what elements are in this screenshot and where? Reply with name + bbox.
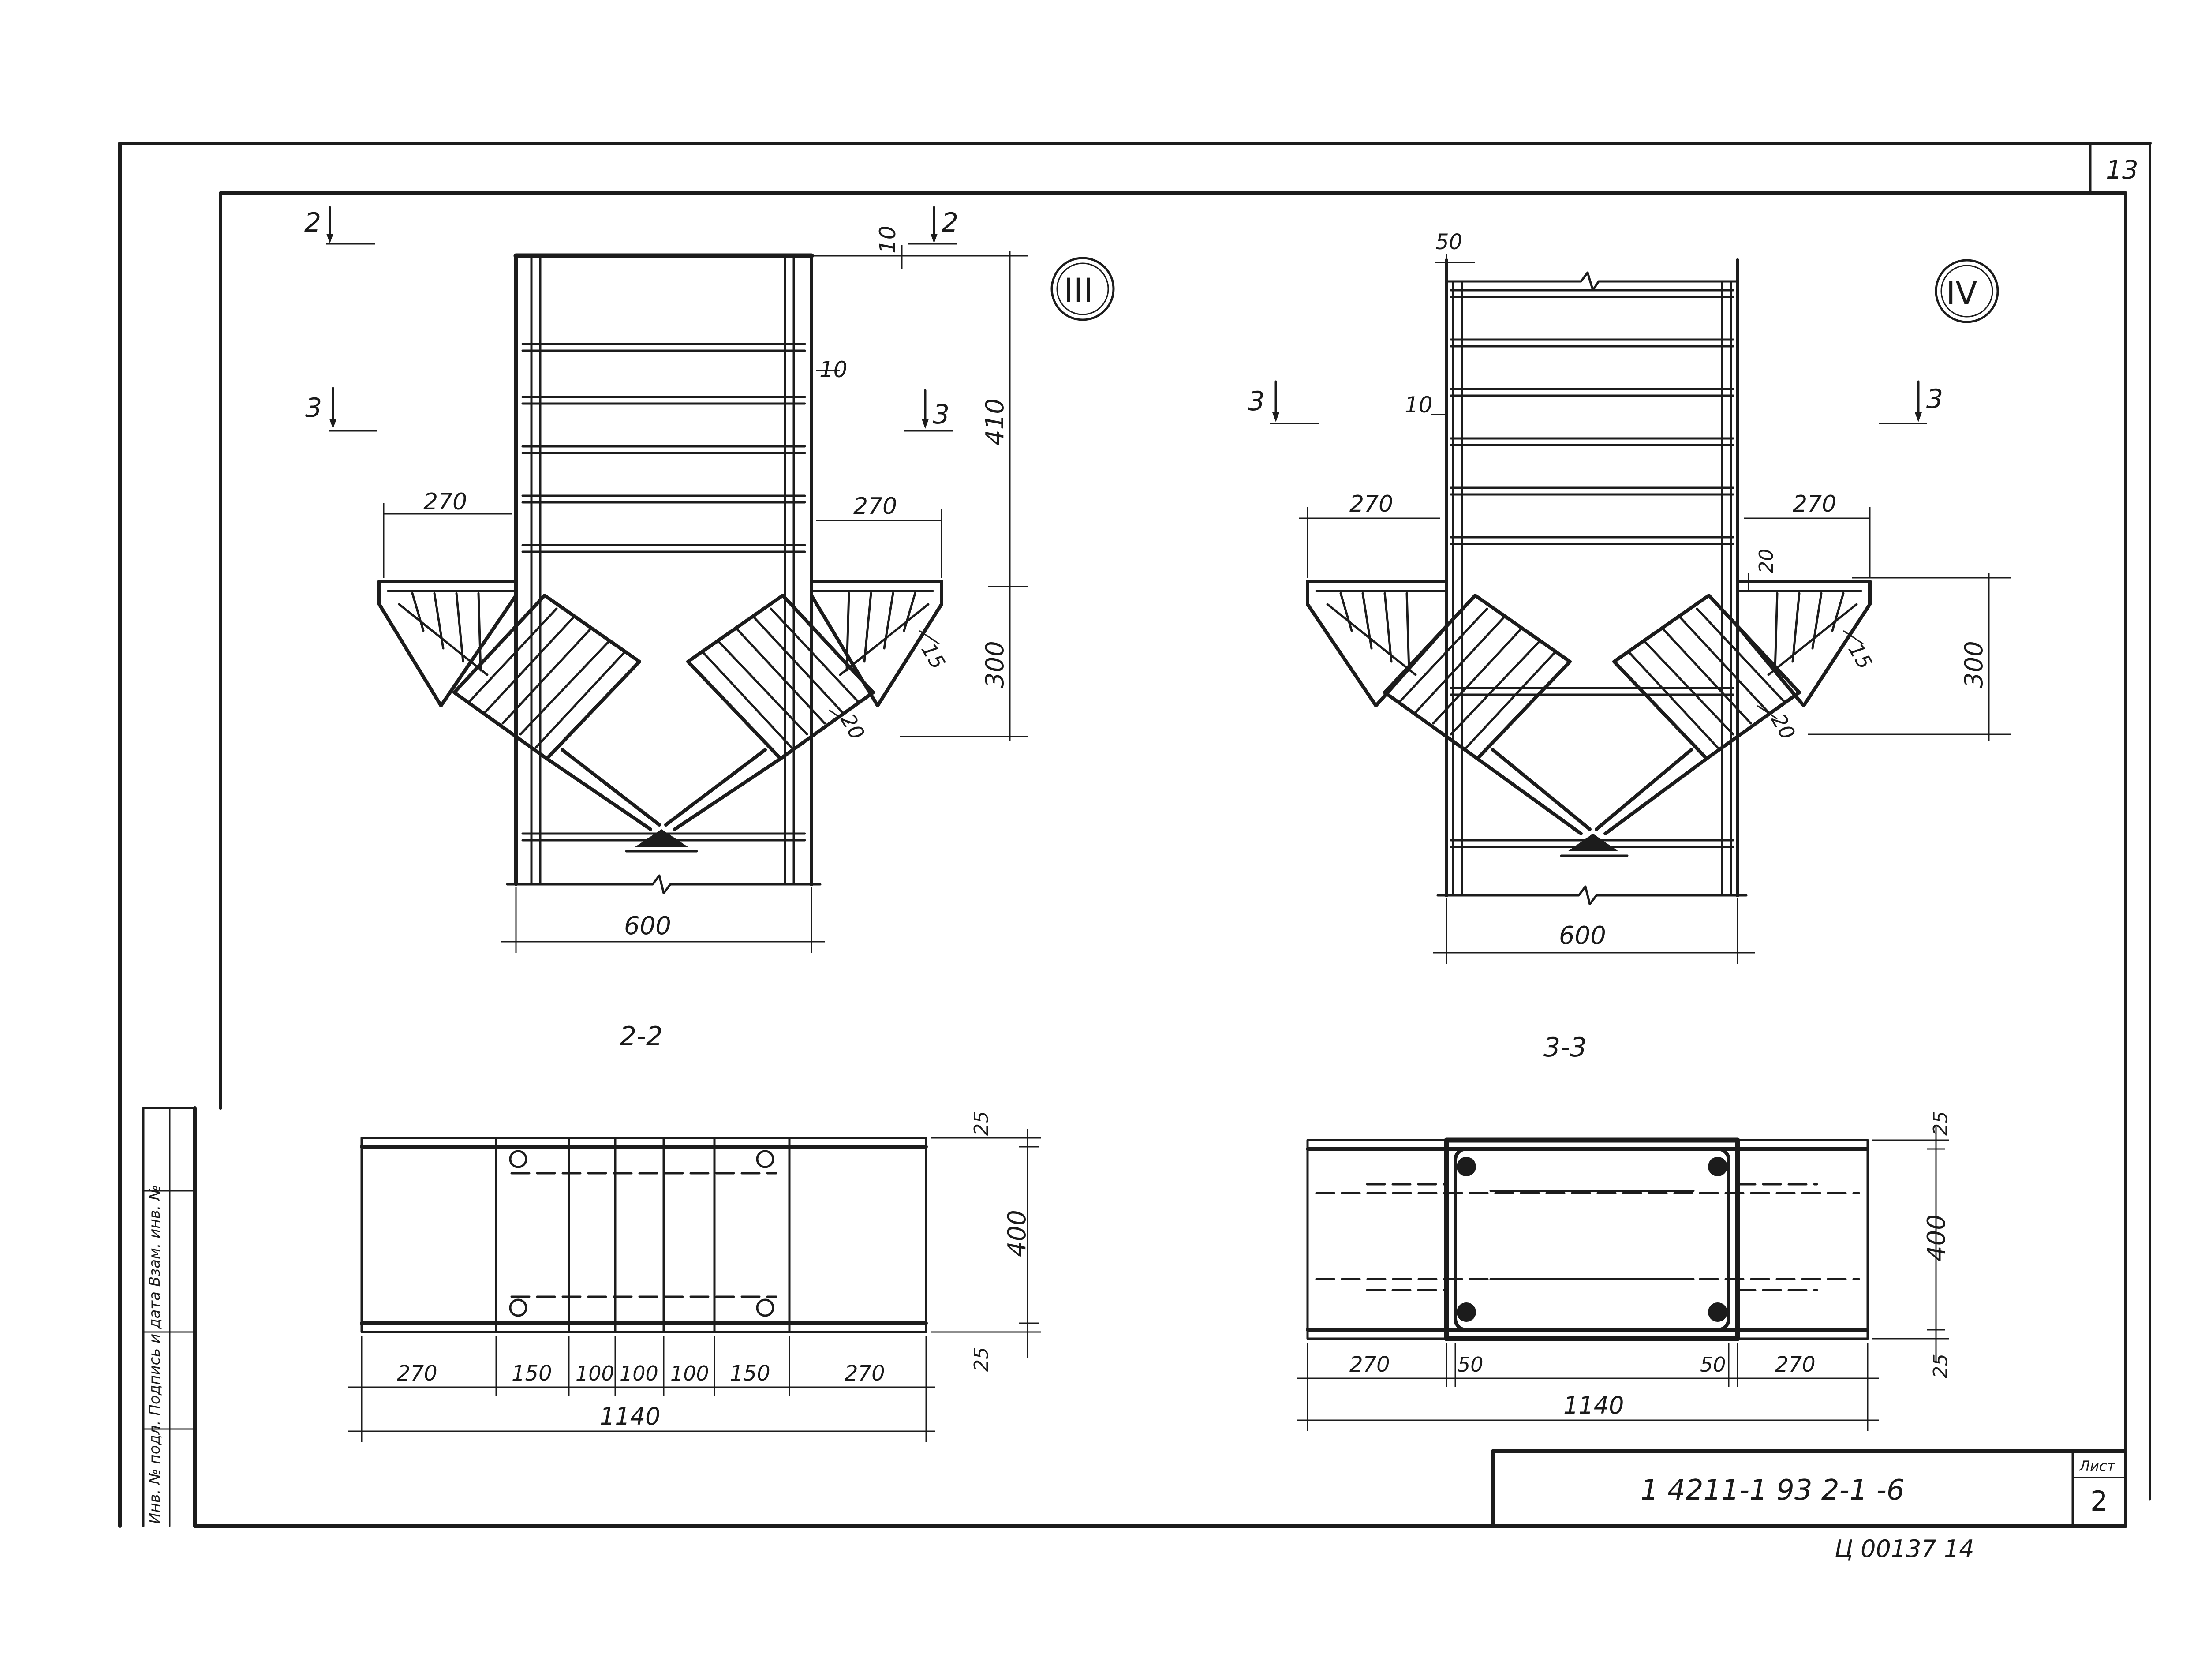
drawing-code: 1 4211-1 93 2-1 -6 <box>1641 1474 1905 1507</box>
dim-3-3-height: 400 <box>1922 1214 1951 1261</box>
dim-2-2-s6: 150 <box>730 1361 770 1386</box>
dim-3-3-bottom: 25 <box>1929 1354 1952 1378</box>
dim-3-3-right-in: 50 <box>1700 1353 1726 1377</box>
dim-2-2-s4: 100 <box>620 1362 658 1385</box>
section-cut-2-right <box>908 206 957 245</box>
section-cut-3-left-IV <box>1270 380 1319 424</box>
left-stamp-text: Инв. № подл. Подпись и дата Взам. инв. № <box>146 1185 164 1524</box>
dim-III-width: 600 <box>624 912 671 940</box>
stirrups <box>521 343 806 842</box>
dim-III-bar-gap: 10 <box>819 357 848 382</box>
sheet-label: Лист <box>2079 1458 2115 1474</box>
dim-III-height-upper: 410 <box>981 398 1009 445</box>
dim-3-3-top: 25 <box>1929 1111 1952 1136</box>
sheet-number: 2 <box>2090 1485 2108 1517</box>
dim-III-right-arm: 270 <box>853 493 897 520</box>
section-cut-3-right-IV <box>1879 380 1927 424</box>
section-cut-3-left-IV-label: 3 <box>1248 386 1265 417</box>
dim-IV-bar-gap: 10 <box>1405 392 1433 418</box>
dim-2-2-s1: 270 <box>397 1361 437 1386</box>
section-2-2-title: 2-2 <box>620 1021 663 1052</box>
dim-IV-width: 600 <box>1559 921 1606 950</box>
stirrups <box>1450 289 1734 848</box>
section-2-2-dimensions <box>348 1129 1041 1442</box>
view-IV-circle <box>1935 259 1999 323</box>
section-cut-2-left <box>326 206 375 245</box>
section-cut-3-right-IV-label: 3 <box>1926 384 1943 415</box>
section-3-3 <box>1306 1137 1869 1341</box>
page-corner-number: 13 <box>2106 155 2138 185</box>
section-2-2 <box>360 1137 928 1333</box>
title-block <box>1491 1449 2127 1528</box>
section-3-3-title: 3-3 <box>1544 1032 1587 1063</box>
dim-IV-left-arm: 270 <box>1349 491 1393 517</box>
dim-2-2-s5: 100 <box>670 1362 709 1385</box>
section-cut-2-left-label: 2 <box>304 207 321 238</box>
dim-2-2-s2: 150 <box>512 1361 552 1386</box>
dim-2-2-top: 25 <box>970 1111 993 1136</box>
section-cut-3-right <box>904 389 953 432</box>
dim-IV-right-arm: 270 <box>1793 491 1836 517</box>
dim-III-left-arm: 270 <box>423 489 467 515</box>
view-III-label: III <box>1064 271 1093 310</box>
dim-3-3-right: 270 <box>1775 1352 1816 1377</box>
dim-III-gusset-a: 15 <box>916 639 950 673</box>
section-3-3-dimensions <box>1297 1127 1949 1431</box>
dim-3-3-total: 1140 <box>1563 1392 1624 1419</box>
view-IV <box>1306 258 1872 905</box>
dim-IV-gusset-a: 15 <box>1843 639 1877 673</box>
dim-2-2-total: 1140 <box>600 1403 660 1430</box>
dim-IV-top-gap: 50 <box>1435 230 1462 254</box>
stamp-note: Ц 00137 14 <box>1835 1535 1974 1563</box>
dim-IV-top-small: 20 <box>1755 549 1778 573</box>
view-III-circle <box>1050 257 1115 321</box>
sheet-frame <box>118 142 2152 1528</box>
view-IV-label: IV <box>1946 275 1977 312</box>
dim-III-height-lower: 300 <box>981 641 1009 688</box>
dim-2-2-s7: 270 <box>845 1361 885 1386</box>
view-IV-dimensions <box>1299 254 2011 964</box>
section-cut-3-left <box>329 387 377 432</box>
section-cut-2-right-label: 2 <box>942 207 958 238</box>
dim-2-2-s3: 100 <box>576 1362 614 1385</box>
view-III-dimensions <box>383 245 1028 953</box>
dim-IV-height-lower: 300 <box>1960 641 1988 688</box>
dim-2-2-bottom: 25 <box>970 1347 993 1372</box>
dim-2-2-height: 400 <box>1003 1210 1031 1257</box>
left-stamp <box>142 1107 196 1527</box>
section-cut-3-right-label: 3 <box>933 399 949 430</box>
section-cut-3-left-label: 3 <box>305 393 322 423</box>
view-III <box>377 253 943 894</box>
dim-III-top-gap: 10 <box>875 225 901 254</box>
dim-3-3-left: 270 <box>1349 1352 1390 1377</box>
dim-3-3-left-in: 50 <box>1458 1353 1484 1377</box>
